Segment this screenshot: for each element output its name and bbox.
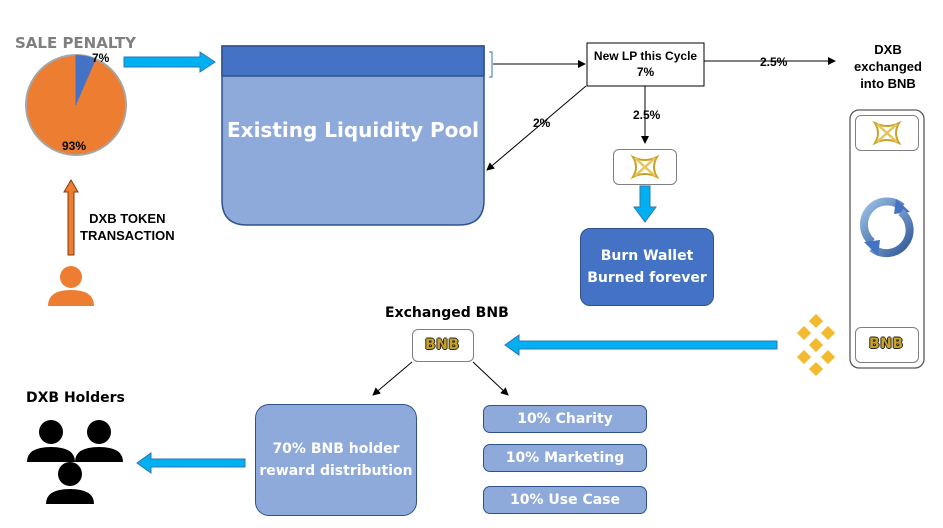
allocation-charity: 10% Charity bbox=[483, 405, 647, 433]
arrow-pie-to-pool bbox=[123, 51, 216, 73]
new-lp-line2: 7% bbox=[636, 65, 655, 79]
exchange-line3: into BNB bbox=[860, 76, 916, 91]
flow-pool-pct: 2% bbox=[533, 116, 551, 130]
burn-wallet-line1: Burn Wallet bbox=[600, 248, 694, 264]
sale-penalty-title: SALE PENALTY bbox=[15, 34, 137, 52]
exchange-title: DXB exchanged into BNB bbox=[840, 41, 936, 92]
reward-line2: reward distribution bbox=[259, 463, 413, 479]
flow-burn-pct: 2.5% bbox=[633, 108, 661, 122]
transaction-line2: TRANSACTION bbox=[80, 228, 175, 243]
liquidity-pool-container bbox=[221, 45, 485, 226]
holders-group-icon bbox=[27, 420, 123, 504]
exchange-bnb-box: BNB bbox=[855, 327, 919, 363]
dxb-token-icon bbox=[872, 120, 902, 146]
exchange-panel bbox=[849, 109, 925, 369]
burn-wallet-line2: Burned forever bbox=[587, 270, 707, 286]
allocation-marketing: 10% Marketing bbox=[483, 444, 647, 472]
exchange-line1: DXB bbox=[874, 42, 902, 57]
exchanged-bnb-box: BNB bbox=[412, 329, 474, 362]
bnb-logo-icon bbox=[796, 313, 836, 377]
burn-token-box bbox=[613, 149, 677, 185]
arrow-bnb-to-allocations bbox=[472, 361, 509, 396]
transaction-label: DXB TOKEN TRANSACTION bbox=[80, 210, 175, 244]
exchanged-bnb-badge: BNB bbox=[425, 337, 460, 353]
holders-title: DXB Holders bbox=[26, 390, 125, 406]
arrow-token-to-burn-wallet bbox=[633, 185, 657, 223]
reward-line1: 70% BNB holder bbox=[272, 441, 400, 457]
reward-box: 70% BNB holder reward distribution bbox=[255, 404, 417, 516]
exchange-dxb-box bbox=[855, 115, 919, 151]
arrow-bnb-to-exchanged bbox=[504, 334, 778, 356]
arrow-transaction-to-pie bbox=[63, 179, 79, 256]
allocation-use-case: 10% Use Case bbox=[483, 486, 647, 514]
new-lp-label: New LP this Cycle 7% bbox=[587, 48, 704, 80]
pie-large-label: 93% bbox=[62, 139, 87, 153]
cycle-arrows-icon bbox=[859, 197, 914, 258]
arrow-newlp-to-pool bbox=[486, 85, 587, 171]
new-lp-line1: New LP this Cycle bbox=[593, 49, 698, 63]
pie-small-label: 7% bbox=[92, 51, 110, 65]
arrow-reward-to-holders bbox=[136, 452, 246, 474]
pie-slice-7 bbox=[76, 54, 96, 105]
person-icon bbox=[48, 266, 94, 306]
dxb-token-icon bbox=[630, 154, 660, 180]
arrow-bnb-to-reward bbox=[372, 361, 413, 396]
liquidity-pool-title: Existing Liquidity Pool bbox=[227, 118, 479, 142]
exchange-bnb-label: BNB bbox=[869, 336, 904, 352]
burn-wallet-box: Burn Wallet Burned forever bbox=[580, 228, 714, 306]
transaction-line1: DXB TOKEN bbox=[89, 211, 166, 226]
sale-penalty-pie bbox=[25, 54, 127, 156]
flow-exchange-pct: 2.5% bbox=[760, 55, 788, 69]
exchange-line2: exchanged bbox=[854, 59, 922, 74]
exchanged-bnb-title: Exchanged BNB bbox=[385, 305, 509, 321]
